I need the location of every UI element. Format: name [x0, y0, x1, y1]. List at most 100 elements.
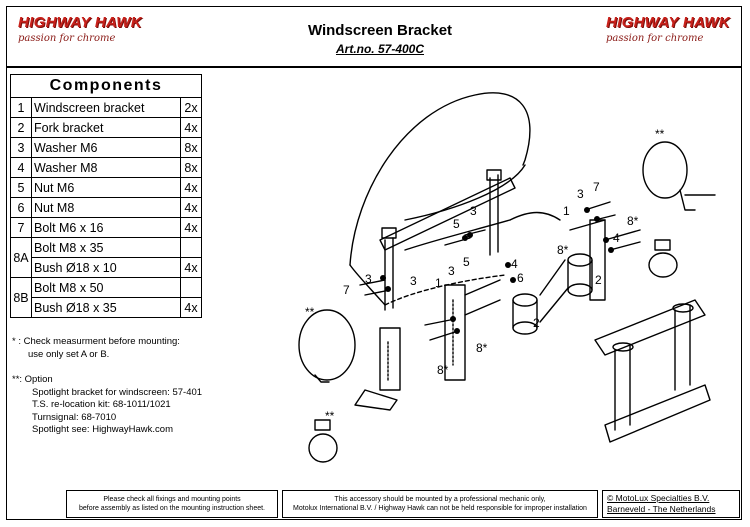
diagram-label: 4 — [613, 231, 620, 245]
part-number: 8A — [10, 237, 32, 278]
option-note-line: T.S. re-location kit: 68-1011/1021 — [32, 399, 171, 410]
part-name: Nut M6 — [31, 177, 181, 198]
brand-logo-right: HIGHWAY HAWK passion for chrome — [606, 14, 736, 62]
brand-tagline: passion for chrome — [606, 33, 704, 44]
part-quantity: 4x — [180, 297, 202, 318]
diagram-label: 5 — [453, 217, 460, 231]
part-name: Windscreen bracket — [31, 97, 181, 118]
fork-bracket-left — [444, 284, 466, 381]
footer-line: This accessory should be mounted by a pr… — [334, 496, 546, 503]
diagram-label: 1 — [563, 204, 570, 218]
part-quantity: 4x — [180, 177, 202, 198]
diagram-label: ** — [655, 127, 665, 141]
brand-name: HIGHWAY HAWK — [606, 14, 730, 31]
check-note-line: use only set A or B. — [28, 348, 110, 360]
diagram-label: 4 — [511, 257, 518, 271]
table-row: 2 Fork bracket 4x — [10, 117, 202, 138]
footer-check-notice: Please check all fixings and mounting po… — [66, 490, 278, 518]
part-quantity: 4x — [180, 217, 202, 238]
option-note: **: Option Spotlight bracket for windscr… — [12, 374, 202, 437]
diagram-label: 8* — [476, 341, 488, 355]
spotlight-left — [298, 309, 356, 381]
brand-tagline: passion for chrome — [18, 33, 116, 44]
table-row: 5 Nut M6 4x — [10, 177, 202, 198]
diagram-label: 7 — [593, 180, 600, 194]
table-row: 7 Bolt M6 x 16 4x — [10, 217, 202, 238]
footer-line: Barneveld - The Netherlands — [607, 504, 716, 514]
table-row: 3 Washer M6 8x — [10, 137, 202, 158]
diagram-label: 1 — [435, 276, 442, 290]
part-number: 7 — [10, 217, 32, 238]
table-row: Bush Ø18 x 35 4x — [11, 297, 202, 318]
diagram-label: 3 — [410, 274, 417, 288]
footer-copyright: © MotoLux Specialties B.V. Barneveld - T… — [602, 490, 740, 518]
diagram-label: 8* — [557, 243, 569, 257]
option-note-title: **: Option — [12, 374, 53, 385]
diagram-label: 3 — [577, 187, 584, 201]
turnsignal-left — [314, 419, 331, 431]
diagram-label: 3 — [365, 272, 372, 286]
brand-logo-left: HIGHWAY HAWK passion for chrome — [18, 14, 148, 62]
turnsignal-right — [654, 239, 671, 251]
windscreen-bracket-bar — [379, 177, 516, 251]
brand-name: HIGHWAY HAWK — [18, 14, 142, 31]
table-header-row: Components — [10, 74, 202, 98]
footer-line: before assembly as listed on the mountin… — [79, 505, 265, 512]
part-name: Bush Ø18 x 35 — [31, 297, 181, 318]
diagram-label: ** — [325, 409, 335, 423]
part-number: 1 — [10, 97, 32, 118]
diagram-label: 3 — [470, 204, 477, 218]
part-number: 4 — [10, 157, 32, 178]
part-name: Washer M6 — [31, 137, 181, 158]
part-quantity — [180, 277, 202, 298]
part-name: Bolt M6 x 16 — [31, 217, 181, 238]
diagram-label: 7 — [343, 283, 350, 297]
check-note: * : Check measurment before mounting: us… — [12, 336, 180, 361]
drawing-frame — [6, 6, 742, 520]
check-note-line: * : Check measurment before mounting: — [12, 336, 180, 347]
table-row: Bush Ø18 x 10 4x — [11, 257, 202, 278]
part-quantity: 8x — [180, 157, 202, 178]
triple-tree — [594, 299, 706, 356]
option-note-line: Turnsignal: 68-7010 — [32, 411, 117, 423]
fork-clamp — [512, 293, 538, 307]
windscreen-outline — [349, 92, 531, 266]
page-title: Windscreen Bracket — [307, 22, 453, 39]
article-number: Art.no. 57-400C — [335, 42, 425, 56]
diagram-label: 2 — [533, 316, 540, 330]
diagram-label: 2 — [595, 273, 602, 287]
fork-clamp — [567, 253, 593, 267]
diagram-label: 3 — [448, 264, 455, 278]
part-number: 6 — [10, 197, 32, 218]
part-number: 2 — [10, 117, 32, 138]
part-name: Bolt M8 x 50 — [31, 277, 181, 298]
part-quantity: 8x — [180, 137, 202, 158]
option-note-line: Spotlight bracket for windscreen: 57-401 — [32, 386, 203, 398]
part-number: 5 — [10, 177, 32, 198]
table-row: 6 Nut M8 4x — [10, 197, 202, 218]
components-table: Components 1 Windscreen bracket 2x 2 For… — [10, 74, 202, 318]
part-number: 3 — [10, 137, 32, 158]
option-note-line: Spotlight see: HighwayHawk.com — [32, 424, 173, 435]
part-name: Bolt M8 x 35 — [31, 237, 181, 258]
table-row: 8A Bolt M8 x 35 — [10, 237, 202, 278]
diagram-label: 5 — [463, 255, 470, 269]
exploded-assembly-diagram: 5 3 5 3 1 3 7 1 3 7 4 8* 8* 2 4 6 2 8* 8… — [298, 92, 716, 463]
part-name: Nut M8 — [31, 197, 181, 218]
diagram-label: ** — [305, 305, 315, 319]
part-quantity: 2x — [180, 97, 202, 118]
part-quantity: 4x — [180, 197, 202, 218]
footer-liability-notice: This accessory should be mounted by a pr… — [282, 490, 598, 518]
part-number: 8B — [10, 277, 32, 318]
components-heading: Components — [10, 74, 202, 98]
diagram-label: 8* — [627, 214, 639, 228]
fork-clamp — [567, 283, 593, 297]
footer-line: Motolux International B.V. / Highway Haw… — [293, 505, 587, 512]
diagram-label: 6 — [517, 271, 524, 285]
part-quantity: 4x — [180, 257, 202, 278]
part-name: Bush Ø18 x 10 — [31, 257, 181, 278]
table-row: 4 Washer M8 8x — [10, 157, 202, 178]
table-row: 8B Bolt M8 x 50 — [10, 277, 202, 318]
diagram-label: 8* — [437, 363, 449, 377]
spotlight-right — [642, 141, 688, 199]
